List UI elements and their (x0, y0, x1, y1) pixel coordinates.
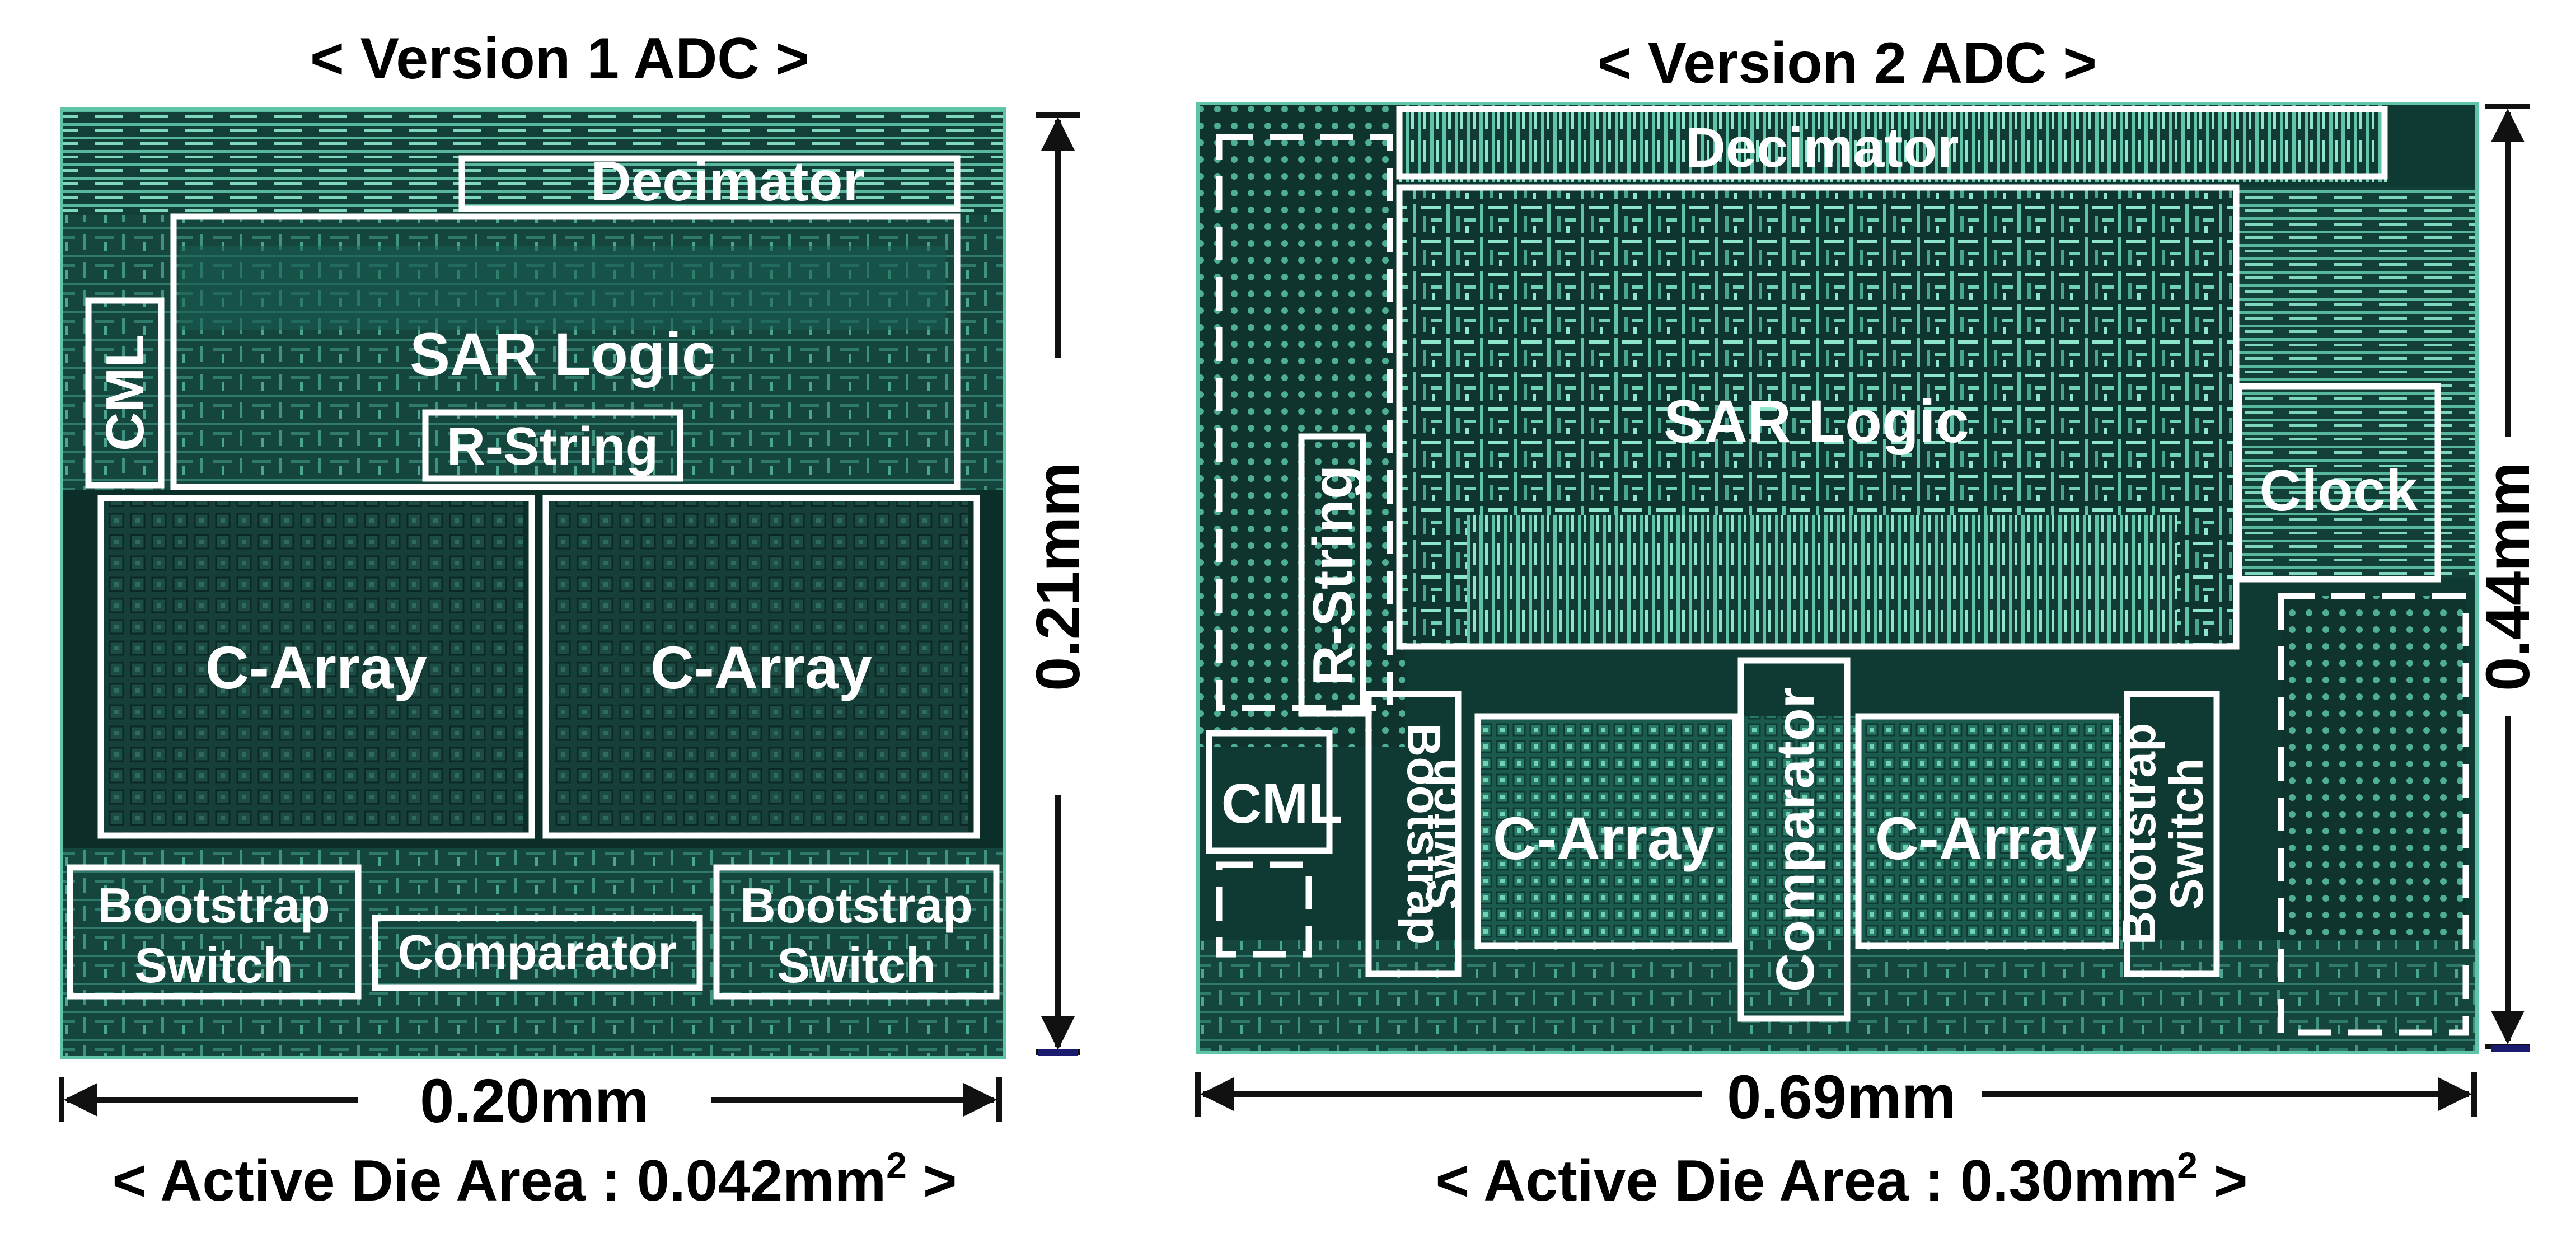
v2-clock-box (2236, 383, 2441, 583)
v1-height-dimension: 0.21mm (1024, 112, 1093, 1056)
v2-cml-box (1206, 730, 1333, 854)
v2-bootstrap-right-label-1: Bootstrap (2113, 723, 2165, 945)
v2-dashed-right (2278, 593, 2469, 1036)
v2-area-label: < Active Die Area : 0.30mm2 > (1435, 1145, 2247, 1213)
panel-2-block-outlines (1206, 106, 2441, 1022)
panel-version-1: < Version 1 ADC > Decimat (59, 26, 1093, 1213)
v1-bootstrap-right-box (713, 864, 1000, 1000)
v1-bootstrap-left-label-1: Bootstrap (97, 878, 330, 933)
v1-bootstrap-right-label-1: Bootstrap (740, 878, 973, 933)
v2-comparator-label: Comparator (1765, 687, 1825, 992)
v1-c-array-right-box (542, 495, 980, 839)
v2-scale-marker (2491, 1045, 2530, 1052)
v2-bootstrap-right-label-2: Switch (2160, 758, 2213, 910)
panel-2-block-labels: Decimator SAR Logic Clock R-String CML B… (1221, 116, 2418, 992)
v1-bootstrap-right-label-2: Switch (777, 937, 936, 993)
v2-bootstrap-right-box (2124, 691, 2220, 977)
v1-area-sup: 2 (886, 1145, 907, 1186)
v1-decimator-box (458, 155, 961, 212)
v1-bootstrap-left-label-2: Switch (134, 937, 293, 993)
v1-width-dimension: 0.20mm (59, 1067, 1002, 1136)
v1-cml-label: CML (95, 335, 155, 451)
v2-height-dimension: 0.44mm (2474, 104, 2542, 1052)
v2-decimator-box (1396, 106, 2388, 180)
v2-c-array-right-label: C-Array (1875, 804, 2097, 872)
v1-width-label: 0.20mm (420, 1067, 649, 1136)
v1-comparator-label: Comparator (398, 925, 677, 980)
v1-cml-box (85, 297, 165, 489)
v2-bootstrap-left-label-1: Bootstrap (1398, 723, 1450, 945)
v1-height-label: 0.21mm (1024, 462, 1093, 691)
panel-1-block-labels: Decimator SAR Logic CML R-String C-Array… (95, 150, 973, 993)
v2-area-prefix: < Active Die Area : 0.30mm (1435, 1148, 2177, 1213)
panel-1-block-outlines (67, 155, 1000, 1000)
panel-1-title: < Version 1 ADC > (310, 26, 809, 91)
v2-dashed-left-bottom (1216, 861, 1312, 958)
v2-comparator-box (1737, 657, 1851, 1022)
v2-c-array-left-box (1474, 713, 1739, 949)
v1-c-array-left-label: C-Array (205, 634, 427, 701)
v1-r-string-box (422, 409, 683, 482)
v2-r-string-box (1298, 433, 1366, 717)
panel-2-title: < Version 2 ADC > (1598, 31, 2097, 96)
v1-sar-logic-box (170, 213, 961, 490)
v1-area-prefix: < Active Die Area : 0.042mm (113, 1148, 887, 1213)
v1-comparator-box (372, 915, 703, 991)
v1-c-array-left-box (97, 495, 535, 839)
v1-r-string-label: R-String (447, 416, 659, 476)
v2-height-label: 0.44mm (2474, 462, 2542, 691)
v2-r-string-label: R-String (1301, 465, 1364, 686)
v2-c-array-left-label: C-Array (1493, 804, 1715, 872)
v1-c-array-right-label: C-Array (650, 634, 872, 701)
panel-version-2: < Version 2 ADC > (1195, 31, 2542, 1213)
v1-sar-logic-label: SAR Logic (410, 320, 715, 388)
v2-clock-label: Clock (2259, 458, 2418, 523)
v2-area-sup: 2 (2177, 1145, 2198, 1186)
v1-area-suffix: > (907, 1148, 957, 1213)
v2-width-label: 0.69mm (1727, 1063, 1956, 1132)
v2-area-suffix: > (2198, 1148, 2248, 1213)
v2-decimator-label: Decimator (1685, 116, 1959, 179)
v2-c-array-right-box (1855, 713, 2119, 949)
v1-area-label: < Active Die Area : 0.042mm2 > (113, 1145, 957, 1213)
v1-decimator-label: Decimator (591, 150, 864, 213)
v1-scale-marker (1038, 1049, 1078, 1056)
v2-sar-logic-label: SAR Logic (1664, 387, 1969, 455)
v2-cml-label: CML (1221, 772, 1343, 835)
v1-bootstrap-left-box (67, 864, 362, 1000)
v2-bootstrap-left-label-2: Switch (1417, 758, 1470, 910)
v2-bootstrap-left-box (1365, 691, 1462, 977)
v2-width-dimension: 0.69mm (1195, 1063, 2477, 1132)
